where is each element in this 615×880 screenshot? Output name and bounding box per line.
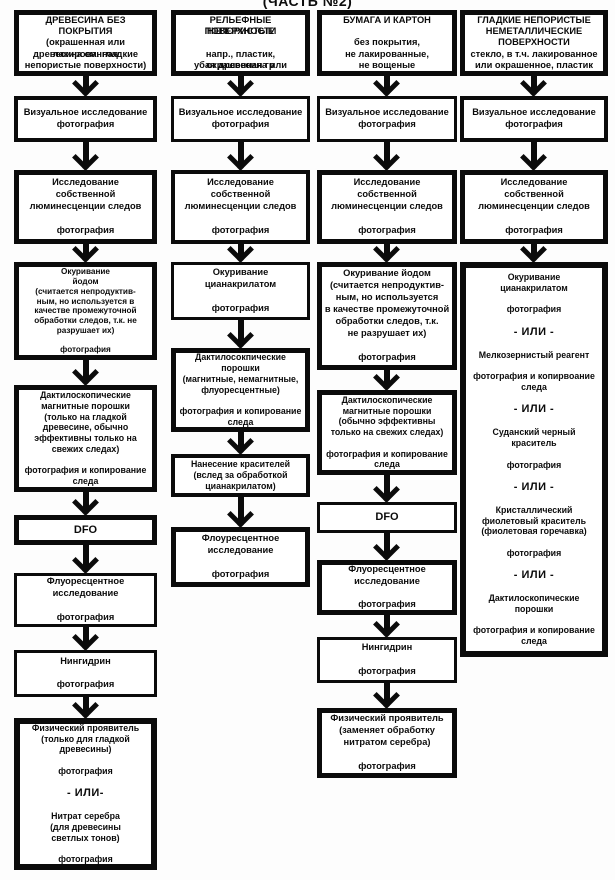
down-arrow: [460, 244, 608, 262]
down-arrow: [460, 76, 608, 96]
down-arrow: [171, 142, 310, 170]
down-arrow: [14, 545, 157, 573]
down-arrow: [317, 244, 457, 262]
down-arrow: [14, 142, 157, 170]
down-arrow: [460, 142, 608, 170]
column-wood-uncoated: ДРЕВЕСИНА БЕЗ ПОКРЫТИЯ(окрашенная или ла…: [14, 0, 157, 880]
surface-header-wood-uncoated: ДРЕВЕСИНА БЕЗ ПОКРЫТИЯ(окрашенная или ла…: [14, 10, 157, 76]
physical-developer-box: Физический проявитель(заменяет обработку…: [317, 708, 457, 778]
down-arrow: [171, 244, 310, 262]
down-arrow: [317, 533, 457, 560]
down-arrow: [14, 76, 157, 96]
down-arrow: [14, 697, 157, 718]
down-arrow: [317, 475, 457, 502]
down-arrow: [171, 497, 310, 527]
down-arrow: [14, 627, 157, 650]
down-arrow: [317, 142, 457, 170]
dfo-box: DFO: [317, 502, 457, 533]
down-arrow: [317, 683, 457, 708]
part-title: (ЧАСТЬ №2): [262, 0, 353, 9]
physical-developer-box: Физический проявитель(только для гладкой…: [14, 718, 157, 870]
down-arrow: [171, 432, 310, 454]
down-arrow: [171, 320, 310, 348]
down-arrow: [171, 76, 310, 96]
down-arrow: [14, 360, 157, 385]
iodine-fuming-box: Окуривание йодом(считается непродуктив-н…: [317, 262, 457, 370]
dfo-box: DFO: [14, 515, 157, 545]
down-arrow: [14, 244, 157, 262]
down-arrow: [14, 492, 157, 515]
dye-application-box: Нанесение красителей(вслед за обработкой…: [171, 454, 310, 497]
down-arrow: [317, 76, 457, 96]
down-arrow: [317, 370, 457, 390]
down-arrow: [317, 615, 457, 637]
